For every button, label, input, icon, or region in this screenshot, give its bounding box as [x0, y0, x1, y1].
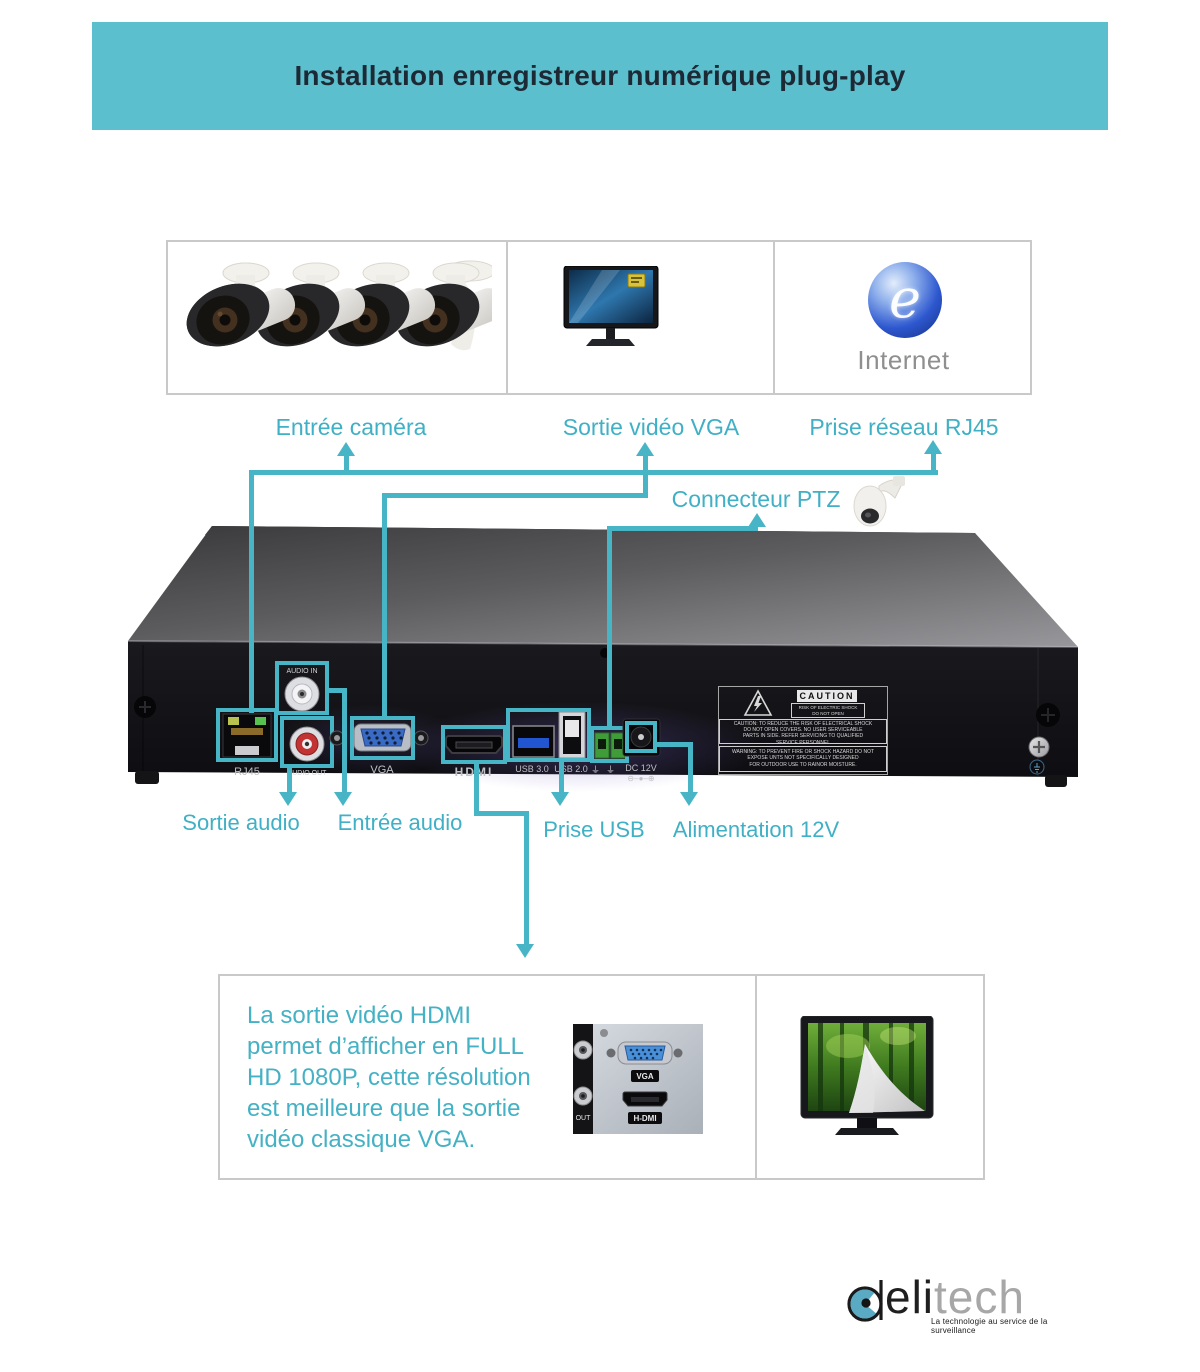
dvr-foot-right	[1045, 775, 1067, 787]
usb20-label: USB 2.0	[554, 764, 588, 774]
caution-risk-line1: RISK OF ELECTRIC SHOCK	[798, 705, 858, 710]
hdmi-tv-image	[800, 1016, 934, 1135]
rj45-port: RJ45	[216, 708, 278, 778]
callout-line-audio-in	[327, 688, 347, 693]
callout-line-vga	[643, 455, 648, 498]
label-sortie-video-vga: Sortie vidéo VGA	[562, 414, 740, 440]
dvr-rear-image: RJ45 AUDIO IN AUDIO OUT	[127, 526, 1079, 792]
vga-label: VGA	[370, 764, 394, 776]
callout-line-vga	[382, 493, 387, 720]
usb-ports: USB 3.0 USB 2.0 ⏚ ⏚	[506, 708, 615, 775]
internet-label: Internet	[857, 345, 950, 375]
callout-line-power	[653, 742, 693, 747]
callout-line-audio-in	[342, 688, 347, 794]
callout-line-ptz	[607, 526, 612, 730]
vga-closeup-label: VGA	[636, 1072, 654, 1081]
out-label: OUT	[576, 1115, 592, 1122]
usb-symbol-icon: ⏚	[591, 765, 600, 775]
callout-line	[931, 453, 936, 473]
usb-symbol-icon: ⏚	[606, 765, 615, 775]
hdmi-label: HDMI	[455, 765, 494, 779]
caution-warning: WARNING: TO PREVENT FIRE OR SHOCK HAZARD…	[719, 746, 887, 772]
caution-title: CAUTION	[797, 690, 857, 702]
internet-e-letter: e	[889, 266, 921, 330]
label-entree-audio: Entrée audio	[337, 810, 463, 835]
callout-line-hdmi	[474, 811, 529, 816]
callout-line-vga	[382, 493, 648, 498]
dc12v-label: DC 12V	[625, 763, 657, 773]
arrow-up-icon	[924, 440, 942, 454]
callout-line	[249, 470, 938, 475]
ptz-camera-image	[853, 476, 905, 527]
delitech-tagline: La technologie au service de la surveill…	[931, 1317, 1048, 1335]
callout-line-power	[688, 742, 693, 794]
bullet-cameras-image	[182, 260, 492, 359]
arrow-down-icon	[279, 792, 297, 806]
arrow-up-icon	[636, 442, 654, 456]
warning-triangle-icon	[743, 689, 773, 716]
delitech-eye-icon	[847, 1280, 883, 1322]
dc-polarity-icon: ⊖–●–⊕	[627, 774, 654, 783]
callout-line-hdmi	[474, 760, 479, 816]
callout-line	[344, 455, 349, 473]
audio-in-port: AUDIO IN	[275, 661, 329, 715]
dc-power-jack: DC 12V ⊖–●–⊕	[622, 718, 661, 783]
callout-line-audio-out	[287, 766, 292, 794]
arrow-down-icon	[551, 792, 569, 806]
label-prise-reseau-rj45: Prise réseau RJ45	[809, 414, 999, 440]
dvr-foot-left	[135, 771, 159, 784]
hdmi-info-text: La sortie vidéo HDMI permet d’afficher e…	[247, 1002, 531, 1153]
vga-monitor-image	[563, 266, 659, 346]
label-connecteur-ptz: Connecteur PTZ	[671, 486, 841, 512]
rj45-label: RJ45	[234, 766, 260, 778]
caution-body: CAUTION: TO REDUCE THE RISK OF ELECTRICA…	[719, 719, 887, 746]
internet-globe-icon: e	[868, 262, 942, 338]
dvr-top-surface	[128, 526, 1078, 647]
usb30-label: USB 3.0	[515, 764, 549, 774]
arrow-down-icon	[680, 792, 698, 806]
arrow-down-icon	[516, 944, 534, 958]
callout-line-usb	[559, 758, 564, 794]
label-entree-camera: Entrée caméra	[275, 414, 427, 440]
audio-out-port: AUDIO OUT	[280, 716, 334, 777]
callout-line-hdmi	[524, 811, 529, 946]
caution-risk-line2: DO NOT OPEN	[812, 710, 844, 716]
caution-risk-box: RISK OF ELECTRIC SHOCK DO NOT OPEN	[791, 703, 865, 718]
arrow-up-icon	[337, 442, 355, 456]
callout-line-ptz	[607, 526, 758, 531]
caution-sticker: CAUTION RISK OF ELECTRIC SHOCK DO NOT OP…	[718, 686, 888, 775]
label-alimentation-12v: Alimentation 12V	[672, 817, 840, 842]
audio-out-label: AUDIO OUT	[288, 770, 328, 777]
vga-hdmi-panel-image: OUT VGA H-DMI	[573, 1024, 703, 1134]
vga-port: VGA	[329, 716, 429, 776]
delitech-wordmark: elitech	[885, 1271, 1025, 1323]
ptz-terminal	[590, 726, 629, 763]
label-sortie-audio: Sortie audio	[182, 810, 300, 835]
label-prise-usb: Prise USB	[543, 817, 645, 842]
arrow-up-icon	[748, 513, 766, 527]
arrow-down-icon	[334, 792, 352, 806]
page-title: Installation enregistreur numérique plug…	[294, 60, 906, 91]
audio-in-label: AUDIO IN	[286, 668, 317, 675]
hdmi-closeup-label: H-DMI	[633, 1114, 656, 1123]
callout-line-rj45	[249, 470, 254, 713]
header-band: Installation enregistreur numérique plug…	[92, 22, 1108, 130]
delitech-logo: elitech La technologie au service de la …	[845, 1271, 1075, 1335]
